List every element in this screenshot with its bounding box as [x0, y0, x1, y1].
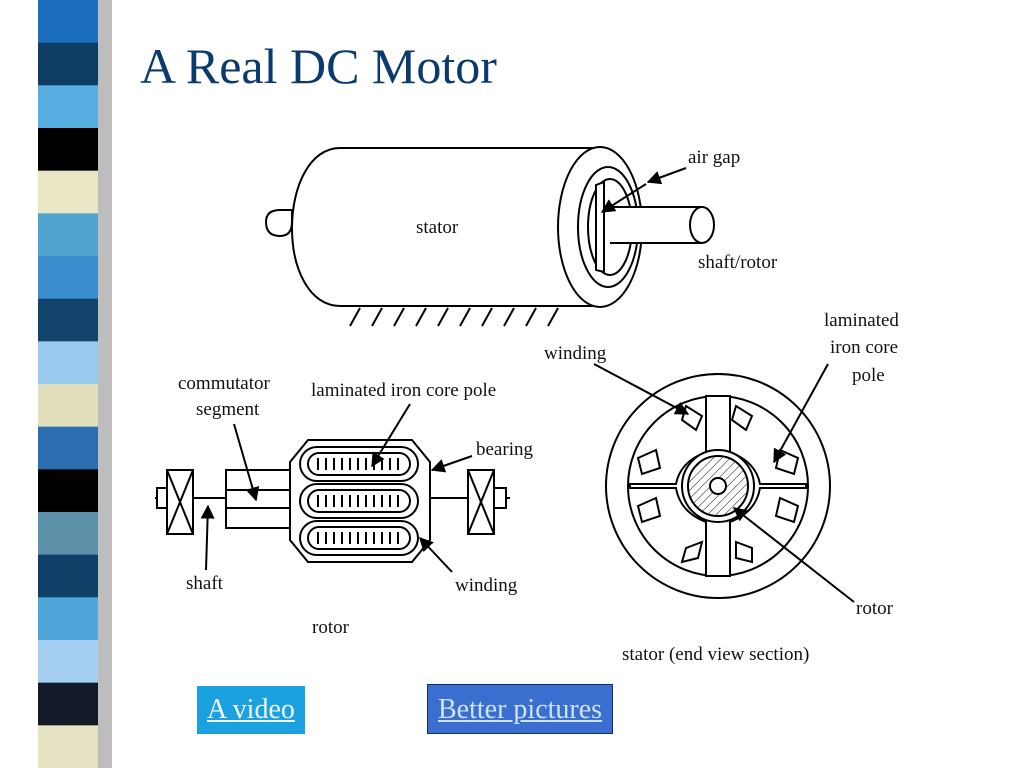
label-commutator: commutator [178, 373, 270, 394]
strip-shadow [98, 0, 112, 768]
strip-block [38, 682, 98, 726]
decorative-strip [38, 0, 112, 768]
strip-block [38, 85, 98, 129]
strip-block [38, 640, 98, 684]
strip-block [38, 298, 98, 342]
label-rotor-right: rotor [856, 598, 894, 619]
label-pole: pole [852, 365, 885, 386]
strip-block [38, 597, 98, 641]
rotor-windings [299, 446, 419, 556]
label-laminated-iron-core-pole: laminated iron core pole [311, 380, 496, 401]
rotor-assembly [155, 439, 510, 563]
label-iron-core: iron core [830, 337, 898, 358]
strip-block [38, 554, 98, 598]
label-stator-end-view: stator (end view section) [622, 644, 809, 665]
strip-block [38, 426, 98, 470]
strip-block [38, 0, 98, 44]
strip-block [38, 512, 98, 556]
label-air-gap: air gap [688, 147, 740, 168]
strip-block [38, 725, 98, 768]
stator-end-view [605, 373, 831, 599]
stator-pointers [593, 363, 855, 603]
strip-block [38, 42, 98, 86]
air-gap-pointer [600, 167, 687, 213]
label-shaft-rotor: shaft/rotor [698, 252, 778, 273]
video-link-button[interactable]: A video [197, 686, 305, 734]
strip-block [38, 469, 98, 513]
dc-motor-diagram: air gap stator shaft/rotor commutator [155, 146, 899, 665]
strip-block [38, 128, 98, 172]
strip-block [38, 256, 98, 300]
label-shaft: shaft [186, 573, 224, 594]
label-laminated: laminated [824, 310, 899, 331]
label-winding-stator: winding [544, 343, 607, 364]
label-segment: segment [196, 399, 260, 420]
strip-block [38, 170, 98, 214]
label-stator: stator [416, 217, 459, 238]
label-bearing: bearing [476, 439, 533, 460]
better-pictures-link-button[interactable]: Better pictures [427, 684, 614, 734]
label-rotor-left: rotor [312, 617, 350, 638]
strip-block [38, 213, 98, 257]
strip-block [38, 384, 98, 428]
strip-block [38, 341, 98, 385]
slide-title: A Real DC Motor [140, 38, 497, 94]
motor-cylinder [264, 146, 715, 308]
rotor-pointers [200, 403, 473, 573]
ground-hatch [349, 305, 560, 327]
label-winding-rotor: winding [455, 575, 518, 596]
